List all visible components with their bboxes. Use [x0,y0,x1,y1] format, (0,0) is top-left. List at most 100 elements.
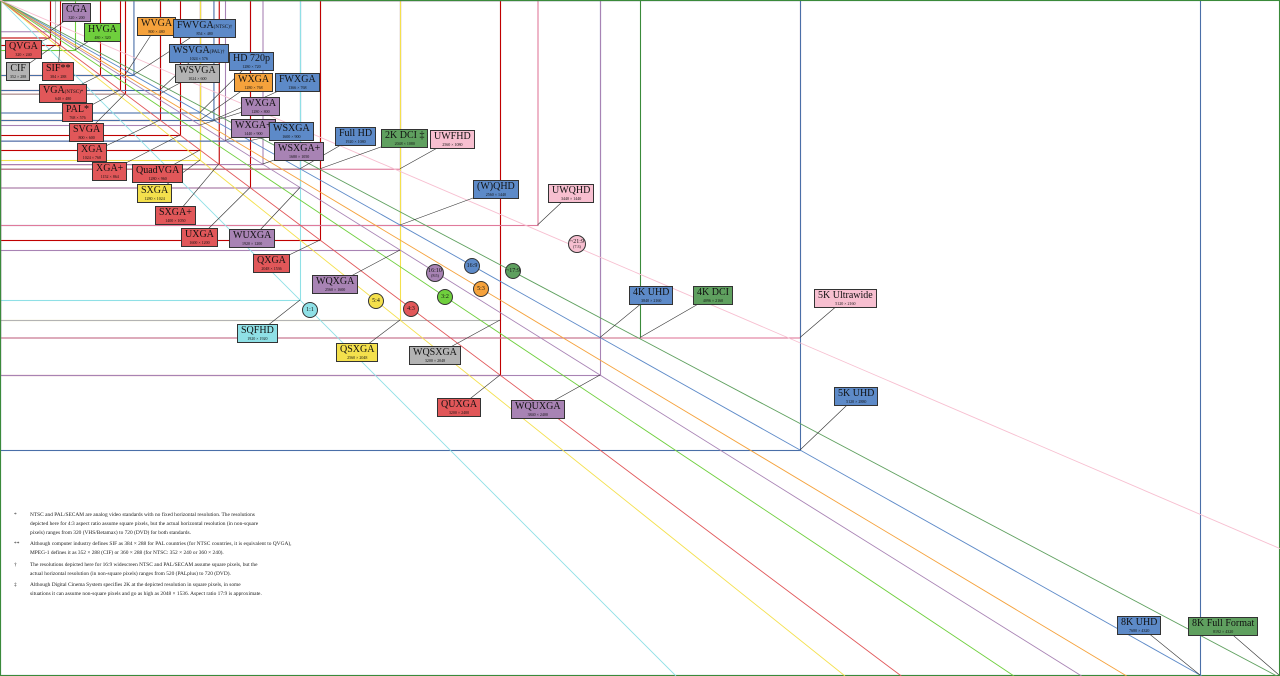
footnote-line: pixels) ranges from 320 (VHS/Betamax) to… [30,529,191,536]
standard-dimensions: 1400 × 1050 [165,217,186,223]
standard-name: QXGA [257,255,286,266]
standard-name: Full HD [339,128,373,139]
standard-dimensions: 3440 × 1440 [561,195,582,201]
standard-dimensions: 1920 × 1080 [345,138,366,144]
standard-name: 2K DCI ‡ [385,130,425,141]
standard-name: UXGA [185,229,214,240]
aspect-ratio-circle: 4:3 [403,301,419,317]
footnote-dci: ‡ Although Digital Cinema System specifi… [14,582,334,598]
footnote-sif: ** Although computer industry defines SI… [14,541,334,557]
standard-label: VGA(NTSC)*640 × 480 [39,84,88,103]
footnote-line: The resolutions depicted here for 16:9 w… [30,561,258,568]
standard-dimensions: 320 × 200 [68,14,85,20]
standard-dimensions: 1600 × 900 [282,133,301,139]
standard-label: WSXGA+1680 × 1050 [274,142,325,161]
standard-name: UWFHD [434,131,471,142]
aspect-ratio-label: 1:1 [306,307,314,313]
footnote-line: situations it can assume non-square pixe… [30,591,262,597]
standard-label: WXGA+1440 × 900 [231,119,276,138]
footnote-ntsc-pal: * NTSC and PAL/SECAM are analog video st… [14,512,334,536]
standard-dimensions: 2560 × 1600 [325,286,346,292]
aspect-ratio-guide [0,0,1015,676]
standard-name: FWXGA [279,74,316,85]
standard-dimensions: 384 × 288 [50,73,67,79]
standard-name: XGA+ [96,163,124,174]
standard-tag: (NTSC)† [213,25,233,30]
aspect-ratio-sub: (7:3) [573,244,581,249]
standard-dimensions: 1024 × 576 [189,55,208,61]
footnote-line: Although Digital Cinema System specifies… [30,582,241,589]
aspect-ratio-circle: 5:3 [473,281,489,297]
standard-dimensions: 2048 × 1080 [394,140,415,146]
footnote-mark: ‡ [14,582,17,589]
standard-name: HVGA [88,24,117,35]
standard-name: QSXGA [340,344,375,355]
standard-name: QuadVGA [136,165,180,176]
standard-dimensions: 3840 × 2160 [641,297,662,303]
standard-dimensions: 1920 × 1920 [247,335,268,341]
aspect-ratio-label: 5:4 [372,298,380,304]
standard-name: SIF** [46,63,71,74]
standard-name: (W)QHD [477,181,515,192]
standard-dimensions: 1440 × 900 [244,130,263,136]
footnote-line: depicted here for 4:3 aspect ratio assum… [30,520,259,527]
standard-name: HD 720p [233,53,270,64]
standard-dimensions: 800 × 600 [78,134,95,140]
standard-dimensions: 1280 × 720 [242,63,261,69]
standard-name: WXGA+ [235,120,272,131]
footnote-line: actual horizontal resolution (in non-squ… [30,570,231,577]
standard-dimensions: 1280 × 960 [148,175,167,181]
footnote-line: Although computer industry defines SIF a… [30,541,292,548]
standard-dimensions: 3840 × 2400 [527,411,548,417]
standard-label: 2K DCI ‡2048 × 1080 [381,129,429,148]
standard-dimensions: 5120 × 2160 [835,300,856,306]
aspect-ratio-label: 3:2 [441,294,449,300]
footnote-mark: † [14,561,17,568]
aspect-ratio-label: 4:3 [407,306,415,312]
aspect-ratio-circle: ~21:9(7:3) [568,235,586,253]
standard-dimensions: 8192 × 4320 [1212,628,1234,634]
aspect-ratio-circle: ~17:9 [505,263,521,279]
standard-name: WSXGA [273,123,310,134]
standard-name: SXGA+ [159,207,192,218]
standard-name: WVGA [141,18,173,29]
standard-name: SQFHD [241,325,274,336]
standard-name: QVGA [9,41,38,52]
standard-dimensions: 3200 × 2400 [448,409,470,415]
aspect-ratio-guide [0,0,677,676]
standard-dimensions: 640 × 480 [55,95,72,101]
standard-dimensions: 768 × 576 [69,114,86,120]
aspect-ratio-guide [0,0,1127,676]
standard-tag: (PAL)† [209,50,225,55]
footnotes: * NTSC and PAL/SECAM are analog video st… [14,512,334,603]
standard-name: 4K DCI [697,287,729,298]
aspect-ratio-circle: 5:4 [368,293,384,309]
standard-name: WXGA [238,74,270,85]
standard-label: WSVGA(PAL)†1024 × 576 [169,44,229,63]
footnote-line: MPEG-1 defines it as 352 × 288 (CIF) or … [30,550,224,556]
standard-name: XGA [81,144,103,155]
standard-name: 5K Ultrawide [818,290,873,301]
standard-dimensions: 1280 × 800 [251,108,270,114]
standard-name: WQUXGA [515,401,561,412]
